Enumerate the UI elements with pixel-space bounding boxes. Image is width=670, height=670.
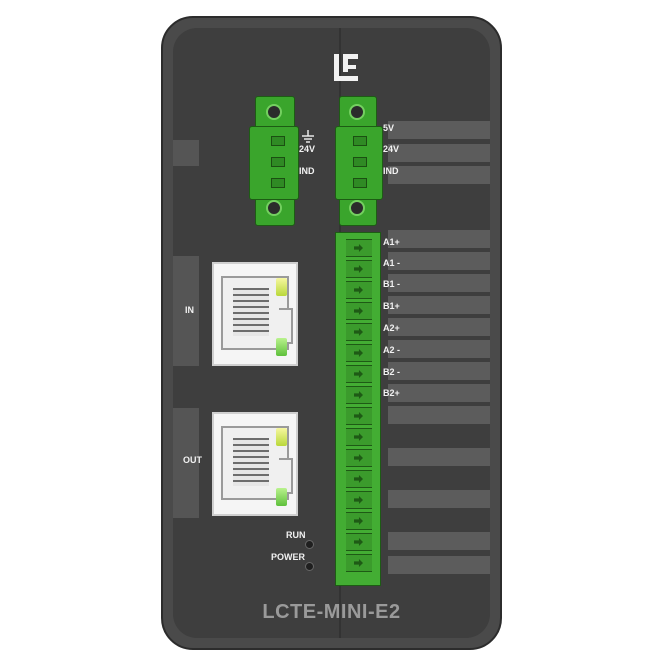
pin [271,136,285,146]
terminal[interactable] [346,554,372,572]
terminal-label: A1 - [383,258,401,268]
terminal[interactable] [346,302,372,320]
ethernet-port-in[interactable] [212,262,298,366]
power-label-24v: 24V [299,144,316,154]
link-led [276,428,287,446]
panel-stripe [388,490,490,508]
panel-stripe [173,140,199,166]
terminal[interactable] [346,365,372,383]
panel-stripe [388,318,490,336]
terminal-label: A2 - [383,345,401,355]
panel-stripe [388,252,490,270]
power-label-ind: IND [383,166,399,176]
activity-led [276,338,287,356]
power-indicator-led [305,562,314,571]
panel-stripe [388,166,490,184]
panel-stripe [388,296,490,314]
pin [353,136,367,146]
ground-icon [302,130,314,143]
device-housing: 24V IND 5V 24V IND [161,16,502,650]
panel-stripe [388,556,490,574]
terminal[interactable] [346,281,372,299]
panel-stripe [388,384,490,402]
terminal-label: B1+ [383,301,400,311]
screw-icon [266,104,282,120]
port-contacts [233,288,269,336]
terminal-block[interactable] [335,232,381,586]
screw-icon [349,200,365,216]
panel-stripe [388,362,490,380]
model-name: LCTE-MINI-E2 [262,601,401,623]
terminal-label: B2 - [383,367,401,377]
power-label-24v: 24V [383,144,400,154]
port-label-in: IN [185,305,194,315]
device-front-panel: 24V IND 5V 24V IND [173,28,490,638]
terminal-label: B1 - [383,279,401,289]
terminal[interactable] [346,323,372,341]
pin [353,157,367,167]
panel-stripe [388,532,490,550]
brand-logo [334,54,358,81]
panel-stripe [388,274,490,292]
port-label-out: OUT [183,455,202,465]
terminal[interactable] [346,407,372,425]
power-label-ind: IND [299,166,315,176]
terminal[interactable] [346,533,372,551]
terminal[interactable] [346,344,372,362]
panel-stripe [388,121,490,139]
panel-stripe [388,340,490,358]
activity-led [276,488,287,506]
pin [271,178,285,188]
terminal-label: A1+ [383,237,400,247]
panel-stripe [388,406,490,424]
indicator-label-power: POWER [271,552,306,562]
terminal-label: B2+ [383,388,400,398]
pin [353,178,367,188]
terminal[interactable] [346,512,372,530]
panel-stripe [388,448,490,466]
terminal[interactable] [346,260,372,278]
indicator-label-run: RUN [286,530,306,540]
terminal[interactable] [346,386,372,404]
panel-stripe [388,144,490,162]
terminal[interactable] [346,470,372,488]
pin [271,157,285,167]
terminal[interactable] [346,449,372,467]
terminal[interactable] [346,428,372,446]
port-out-bay [173,408,199,518]
screw-icon [266,200,282,216]
panel-stripe [388,230,490,248]
port-in-bay [173,256,199,366]
run-indicator-led [305,540,314,549]
terminal[interactable] [346,491,372,509]
terminal[interactable] [346,239,372,257]
power-label-5v: 5V [383,123,395,133]
link-led [276,278,287,296]
port-contacts [233,438,269,486]
terminal-label: A2+ [383,323,400,333]
screw-icon [349,104,365,120]
ethernet-port-out[interactable] [212,412,298,516]
